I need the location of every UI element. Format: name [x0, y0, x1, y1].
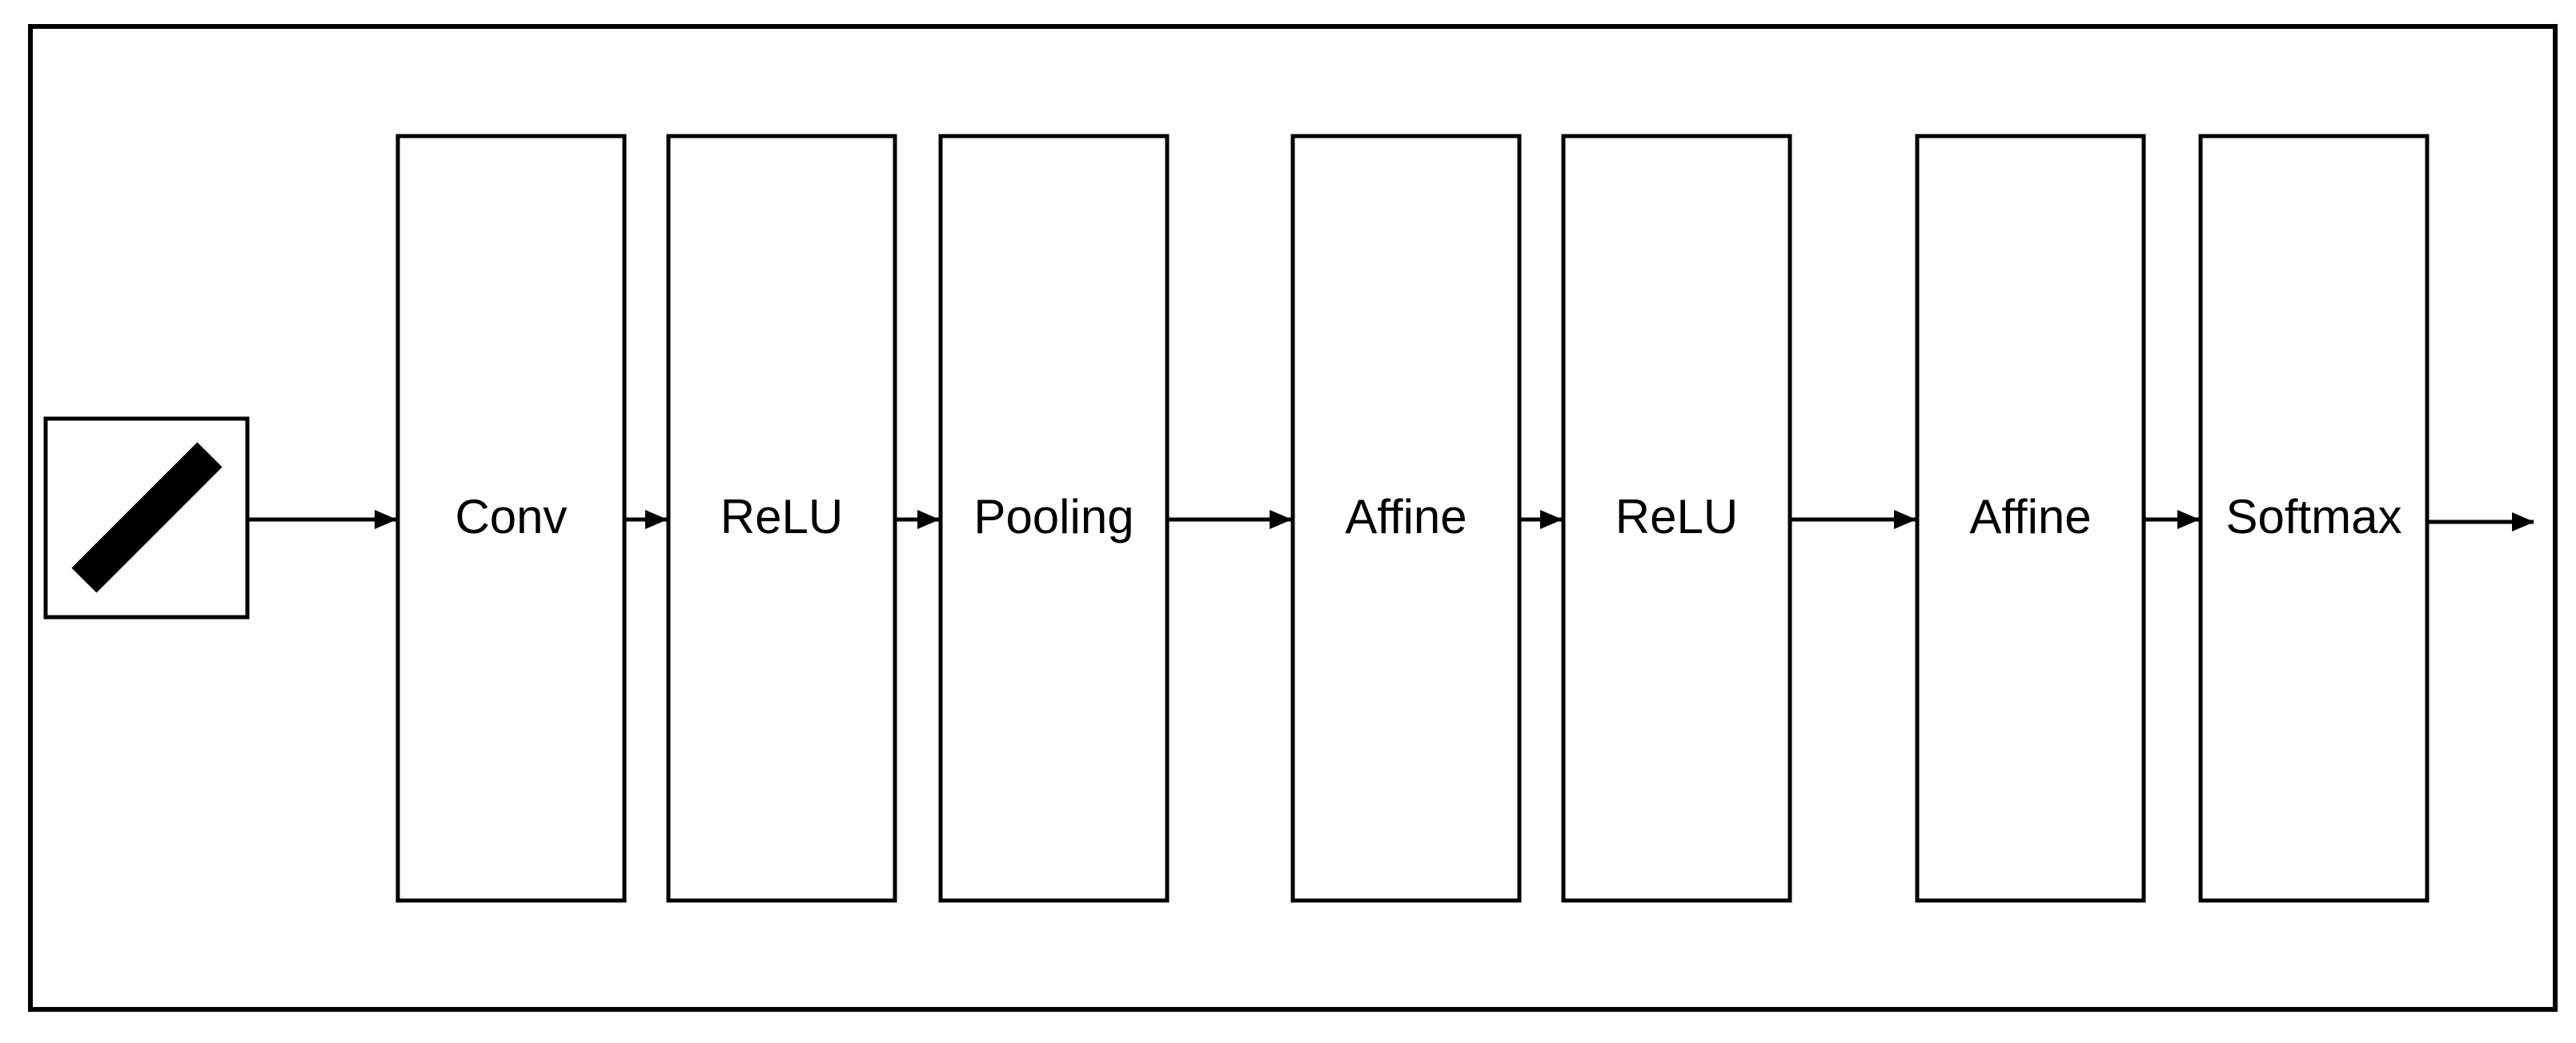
layer-label: Pooling	[973, 490, 1134, 544]
input-image	[43, 416, 250, 620]
outer-frame	[28, 24, 2558, 1012]
layer-label: Conv	[455, 490, 567, 544]
layer-box-affine	[1915, 134, 2146, 903]
layer-box-affine	[1290, 134, 1522, 903]
layer-label: Softmax	[2225, 490, 2401, 544]
arrows	[247, 510, 2534, 532]
layer-3: Affine	[1290, 134, 1522, 903]
layer-1: ReLU	[666, 134, 897, 903]
layer-box-pooling	[938, 134, 1170, 903]
layer-box-relu	[666, 134, 897, 903]
layer-label: ReLU	[1615, 490, 1738, 544]
layer-label: Affine	[1345, 490, 1467, 544]
layer-label: ReLU	[720, 490, 843, 544]
input-image-frame	[43, 416, 250, 620]
layer-box-softmax	[2198, 134, 2430, 903]
layer-box-relu	[1561, 134, 1792, 903]
diagonal-stroke-image-icon	[71, 442, 223, 593]
layer-4: ReLU	[1561, 134, 1792, 903]
layer-0: Conv	[395, 134, 627, 903]
layer-2: Pooling	[938, 134, 1170, 903]
layer-5: Affine	[1915, 134, 2146, 903]
layer-6: Softmax	[2198, 134, 2430, 903]
layer-label: Affine	[1969, 490, 2091, 544]
